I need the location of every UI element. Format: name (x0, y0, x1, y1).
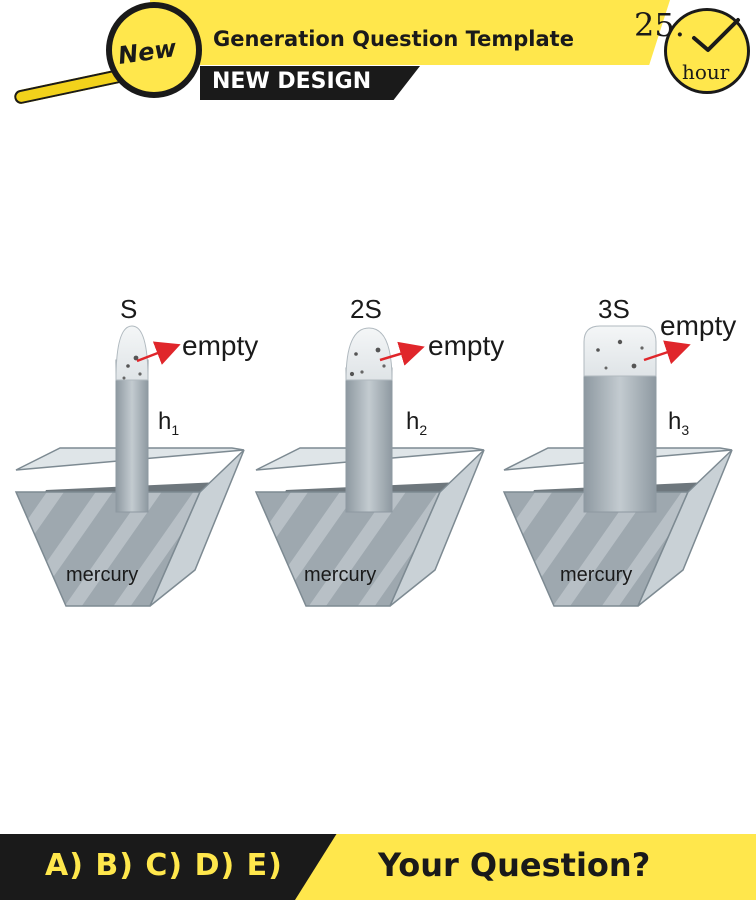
height-index-3: 3 (681, 421, 690, 438)
empty-label-3: empty (660, 310, 737, 341)
mercury-label-3: mercury (560, 564, 633, 586)
footer-yellow-banner (295, 834, 756, 900)
setup-1 (14, 325, 245, 607)
trough-2-side (389, 449, 485, 607)
height-index-2: 2 (419, 421, 428, 438)
clock-number: 25. (634, 6, 685, 44)
header-subtitle: NEW DESIGN (212, 69, 372, 94)
diagram-drawing (14, 325, 733, 607)
arrow-3 (643, 340, 691, 365)
empty-label-1: empty (182, 330, 259, 361)
trough-1-side (149, 449, 245, 607)
area-label-3: 3S (598, 294, 630, 324)
tube-1-vacuum (115, 325, 149, 381)
tube-3 (583, 373, 657, 513)
mercury-tube-diagram: S empty h1 mercury 2S empty h2 mercury 3… (0, 280, 756, 620)
arrow-2 (379, 341, 425, 366)
trough-3-side (637, 449, 733, 607)
question-prompt: Your Question? (378, 846, 651, 884)
check-icon (692, 18, 740, 52)
empty-label-2: empty (428, 330, 505, 361)
area-label-2: 2S (350, 294, 382, 324)
header-title: Generation Question Template (213, 27, 574, 51)
arrow-1 (136, 341, 181, 365)
magnifier-icon (106, 2, 202, 98)
setup-2 (254, 327, 485, 607)
clock-unit: hour (682, 60, 730, 84)
area-label-1: S (120, 294, 138, 324)
height-label-1: h1 (158, 408, 180, 438)
mercury-label-2: mercury (304, 564, 377, 586)
answer-options: A) B) C) D) E) (45, 848, 283, 883)
tube-2 (345, 367, 393, 513)
height-label-2: h2 (406, 408, 428, 438)
magnifier-handle-icon (12, 68, 126, 106)
setup-3 (502, 325, 733, 607)
header-yellow-banner (150, 0, 670, 65)
tube-1 (115, 359, 149, 513)
tube-2-vacuum (345, 327, 393, 381)
header-black-strip (200, 66, 420, 100)
mercury-label-1: mercury (66, 564, 139, 586)
tube-3-vacuum (583, 325, 657, 377)
height-index-1: 1 (171, 421, 180, 438)
height-label-3: h3 (668, 408, 690, 438)
